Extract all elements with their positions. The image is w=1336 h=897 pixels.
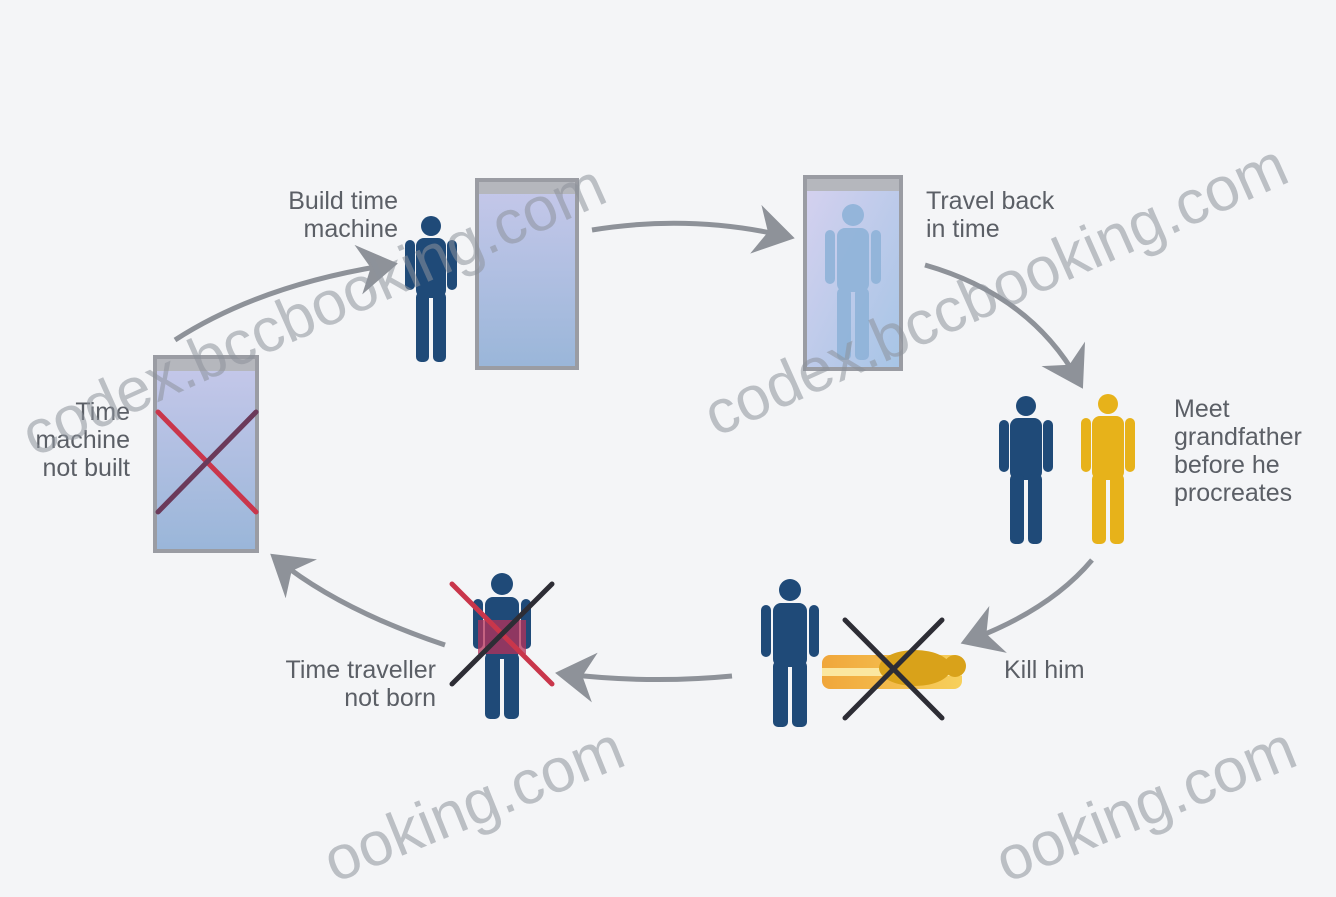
time-machine-booth-not-built bbox=[153, 355, 259, 553]
time-traveller-figure-kill bbox=[761, 579, 819, 727]
unborn-traveller-figure bbox=[473, 573, 531, 719]
grandfather-figure bbox=[1081, 394, 1135, 544]
step-label-build-time-machine: Build time machine bbox=[250, 187, 398, 243]
step-label-travel-back-in-time: Travel back in time bbox=[926, 187, 1096, 243]
time-machine-booth-travel bbox=[803, 175, 903, 371]
step-label-time-machine-not-built: Time machine not built bbox=[10, 398, 130, 482]
step-label-kill-him: Kill him bbox=[1004, 656, 1124, 684]
arrow-kill-to-not-born bbox=[565, 674, 732, 680]
step-label-time-traveller-not-born: Time traveller not born bbox=[250, 656, 436, 712]
arrow-not-built-to-build bbox=[175, 265, 388, 340]
arrow-build-to-travel bbox=[592, 223, 785, 236]
step-label-meet-grandfather: Meet grandfather before he procreates bbox=[1174, 395, 1334, 507]
arrow-not-born-to-not-built bbox=[278, 560, 445, 645]
arrow-travel-to-meet bbox=[925, 265, 1078, 380]
time-traveller-figure-build bbox=[405, 216, 457, 362]
time-traveller-figure-meet bbox=[999, 396, 1053, 544]
arrow-meet-to-kill bbox=[970, 560, 1092, 640]
time-machine-booth-build bbox=[475, 178, 579, 370]
